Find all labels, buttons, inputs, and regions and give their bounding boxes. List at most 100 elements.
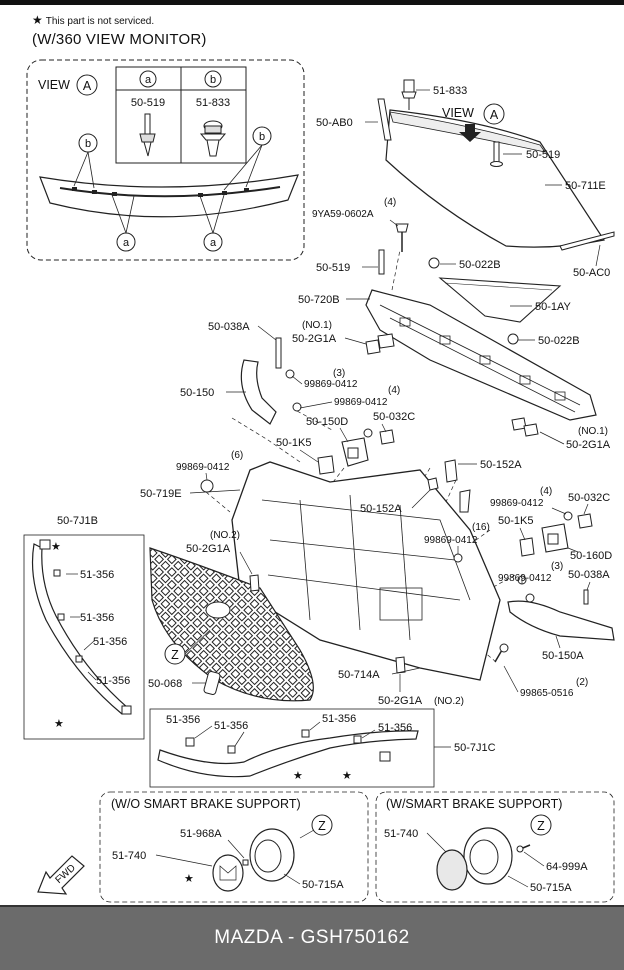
label-50-ab0: 50-AB0 (316, 117, 353, 129)
callout-b-right: b (259, 131, 265, 143)
inset-view-letter: A (83, 79, 92, 93)
table-part-a: 50-519 (131, 97, 165, 109)
callout-a-right: a (210, 237, 217, 249)
label-99869-0412-e: 99869-0412 (424, 535, 478, 546)
inset-view-a: VIEW A a b 50-519 51-833 (26, 59, 305, 261)
callout-b-left: b (85, 138, 91, 150)
label-50-519-mid: 50-519 (316, 262, 350, 274)
label-50-150d: 50-150D (306, 416, 348, 428)
qty-no2-left: (NO.2) (210, 530, 240, 541)
star-icon: ★ (293, 770, 303, 782)
label-99869-0412-f: 99869-0412 (498, 573, 552, 584)
panel-without-smart-brake: (W/O SMART BRAKE SUPPORT) Z ★ (99, 791, 369, 903)
upper-view-label: VIEW (442, 106, 474, 120)
label-50-715a-left: 50-715A (302, 879, 344, 891)
fwd-arrow-icon: FWD (37, 855, 85, 895)
label-50-032c-right: 50-032C (568, 492, 610, 504)
label-51-356-l4: 51-356 (96, 675, 130, 687)
label-50-2g1a-bottom: 50-2G1A (378, 695, 423, 707)
label-50-7j1c: 50-7J1C (454, 742, 496, 754)
grille-assembly: Z (149, 459, 615, 702)
qty-no1-right: (NO.1) (578, 426, 608, 437)
star-icon: ★ (184, 873, 194, 885)
qty-99869-b: (4) (388, 385, 400, 396)
inset-view-label: VIEW (38, 78, 70, 92)
qty-9ya59: (4) (384, 197, 396, 208)
footer-part-number: MAZDA - GSH750162 (214, 926, 410, 948)
label-50-715a-right: 50-715A (530, 882, 572, 894)
label-99869-0412-d: 99869-0412 (490, 498, 544, 509)
qty-no1-left: (NO.1) (302, 320, 332, 331)
label-51-968a: 51-968A (180, 828, 222, 840)
label-50-022b-bottom: 50-022B (538, 335, 580, 347)
label-50-038a-right: 50-038A (568, 569, 610, 581)
note-text: This part is not serviced. (45, 16, 155, 27)
table-key-a: a (145, 74, 152, 86)
label-50-719e: 50-719E (140, 488, 182, 500)
upper-assembly: VIEW A (200, 79, 615, 493)
label-50-150a: 50-150A (542, 650, 584, 662)
bottom-trim-panel: ★ ★ (149, 708, 435, 788)
label-50-ac0: 50-AC0 (573, 267, 610, 279)
label-50-032c-left: 50-032C (373, 411, 415, 423)
table-part-b: 51-833 (196, 97, 230, 109)
label-50-152a-bottom: 50-152A (360, 503, 402, 515)
part-labels: 51-833 50-AB0 50-519 50-711E (4) 9YA59-0… (57, 85, 612, 894)
label-50-152a-top: 50-152A (480, 459, 522, 471)
not-serviced-note: ★This part is not serviced. (32, 13, 154, 27)
left-trim-panel: ★ ★ (23, 534, 145, 740)
variant-title: (W/360 VIEW MONITOR) (32, 31, 207, 48)
push-clip-icon (199, 120, 227, 157)
label-50-022b-top: 50-022B (459, 259, 501, 271)
qty-99869-c: (6) (231, 450, 243, 461)
label-51-356-l1: 51-356 (80, 569, 114, 581)
panel-1-z: Z (318, 819, 326, 833)
grille-z-callout: Z (171, 648, 179, 662)
qty-99869-d: (4) (540, 486, 552, 497)
label-50-2g1a-center: 50-2G1A (186, 543, 231, 555)
label-99869-0412-b: 99869-0412 (334, 397, 388, 408)
label-50-711e: 50-711E (565, 180, 606, 192)
label-99869-0412-c: 99869-0412 (176, 462, 230, 473)
label-51-833: 51-833 (433, 85, 467, 97)
parts-diagram: VIEW A a b 50-519 51-833 (23, 59, 615, 903)
panel-2-z: Z (537, 819, 545, 833)
label-50-2g1a-right: 50-2G1A (566, 439, 611, 451)
label-9ya59-0602a: 9YA59-0602A (312, 209, 374, 220)
label-51-356-b3: 51-356 (322, 713, 356, 725)
star-icon: ★ (54, 718, 64, 730)
callout-a-left: a (123, 237, 130, 249)
top-border (0, 0, 624, 5)
star-icon: ★ (342, 770, 352, 782)
view-arrow-icon (459, 124, 481, 142)
label-50-150: 50-150 (180, 387, 214, 399)
label-51-356-b4: 51-356 (378, 722, 412, 734)
table-key-b: b (210, 74, 216, 86)
pin-clip-icon (139, 113, 156, 157)
footer-bar: MAZDA - GSH750162 (0, 905, 624, 970)
label-51-356-l2: 51-356 (80, 612, 114, 624)
qty-99869-f: (3) (551, 561, 563, 572)
label-99869-0412-a: 99869-0412 (304, 379, 358, 390)
label-50-1ay: 50-1AY (535, 301, 572, 313)
star-icon: ★ (51, 541, 61, 553)
label-50-1k5-right: 50-1K5 (498, 515, 533, 527)
footer-divider (0, 905, 624, 907)
qty-99865: (2) (576, 677, 588, 688)
label-50-714a: 50-714A (338, 669, 380, 681)
upper-view-letter: A (490, 108, 499, 122)
label-99865-0516: 99865-0516 (520, 688, 574, 699)
label-50-1k5-left: 50-1K5 (276, 437, 311, 449)
label-50-160d: 50-160D (570, 550, 612, 562)
qty-no2-bottom: (NO.2) (434, 696, 464, 707)
label-50-720b: 50-720B (298, 294, 340, 306)
label-50-7j1b: 50-7J1B (57, 515, 98, 527)
label-50-038a-left: 50-038A (208, 321, 250, 333)
label-50-2g1a-left: 50-2G1A (292, 333, 337, 345)
label-51-740-right: 51-740 (384, 828, 418, 840)
panel-1-title: (W/O SMART BRAKE SUPPORT) (111, 797, 301, 811)
star-icon: ★ (32, 13, 43, 27)
qty-99869-e: (16) (472, 522, 490, 533)
label-50-068: 50-068 (148, 678, 182, 690)
label-51-356-b2: 51-356 (214, 720, 248, 732)
